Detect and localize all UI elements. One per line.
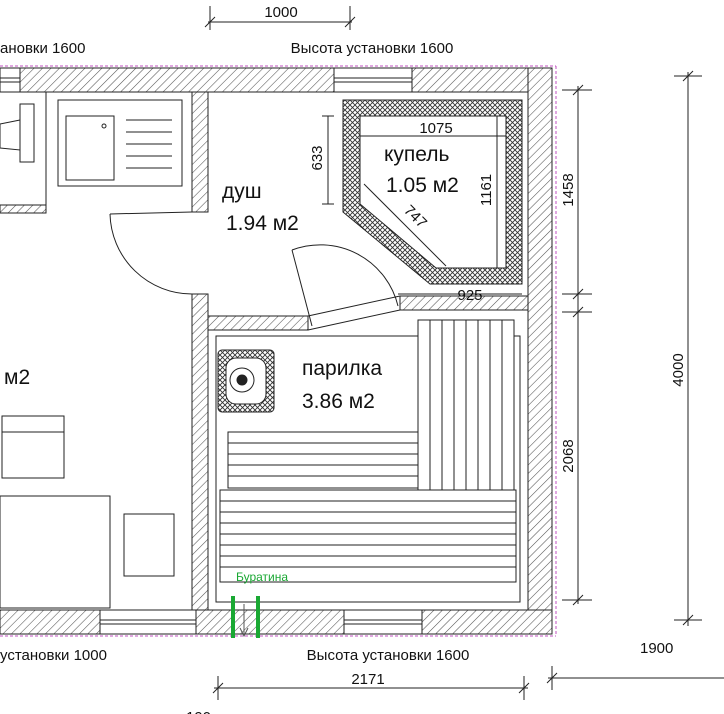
dim-pool-633: 633 [309,145,326,170]
door-leaf-shower [109,211,193,215]
dim-right-2068: 2068 [560,439,577,472]
bench-lower [219,489,517,583]
armchair-icon [1,415,65,479]
outer-boundary [0,65,557,637]
dim-height-bottom-left: установки 1000 [0,647,107,664]
partition-upper [191,91,209,213]
dim-bottom-2171: 2171 [351,671,384,688]
table-icon [0,495,111,609]
window-top-right [333,67,413,93]
sauna-insulation-line [215,335,521,603]
room-sauna-name: парилка [302,357,382,380]
dim-right-1900: 1900 [640,640,673,657]
chair-icon [123,513,175,577]
sink-basin [65,115,115,181]
dim-top-1000: 1000 [264,4,297,21]
partition-pool-sauna [399,295,529,311]
exterior-walls [0,67,553,635]
dimension-lines [204,6,724,700]
partition-lower [191,293,209,611]
dim-height-top-right: Высота установки 1600 [291,40,454,57]
room-shower-name: душ [222,180,262,203]
shower-door [109,211,399,327]
dim-pool-925: 925 [457,287,482,304]
sink [57,99,183,187]
dim-height-bottom-right: Высота установки 1600 [307,647,470,664]
room-left-area: м2 [4,366,30,389]
window-top-left [0,67,21,93]
partitions [0,91,529,611]
dim-pool-1161: 1161 [478,174,495,206]
window-bottom-left [99,609,197,635]
room-pool-area: 1.05 м2 [386,174,459,197]
room-sauna-area: 3.86 м2 [302,390,375,413]
door-brand-label: Буратина [236,570,288,584]
dim-right-4000: 4000 [670,353,687,386]
dim-height-top-left: ановки 1600 [0,40,85,57]
wall-bottom [0,609,553,635]
wall-right [527,67,553,635]
dim-right-1458: 1458 [560,173,577,206]
door-swing-shower [109,213,193,295]
windows [0,67,423,635]
room-shower-area: 1.94 м2 [226,212,299,235]
dim-pool-1075: 1075 [419,120,452,137]
door-swing-sauna [291,244,399,307]
sauna-benches [219,319,517,583]
partition-shower-sauna [207,315,309,331]
pool [342,99,523,285]
arrow-down-icon [239,627,249,638]
vent-marker: Буратина [231,570,288,638]
window-bottom-right [343,609,423,635]
room-pool-name: купель [384,143,450,166]
stove-icon [217,349,275,413]
sink-drain-icon [101,123,107,129]
partition-left-stub [0,204,47,214]
wall-top [0,67,553,93]
pool-interior [359,115,507,269]
bench-upper-horizontal [227,431,419,489]
door-leaf-sauna [291,249,313,327]
dim-bottom-cut: 190 [186,709,211,714]
left-room-furniture [0,415,175,609]
toilet-icon [0,103,35,163]
